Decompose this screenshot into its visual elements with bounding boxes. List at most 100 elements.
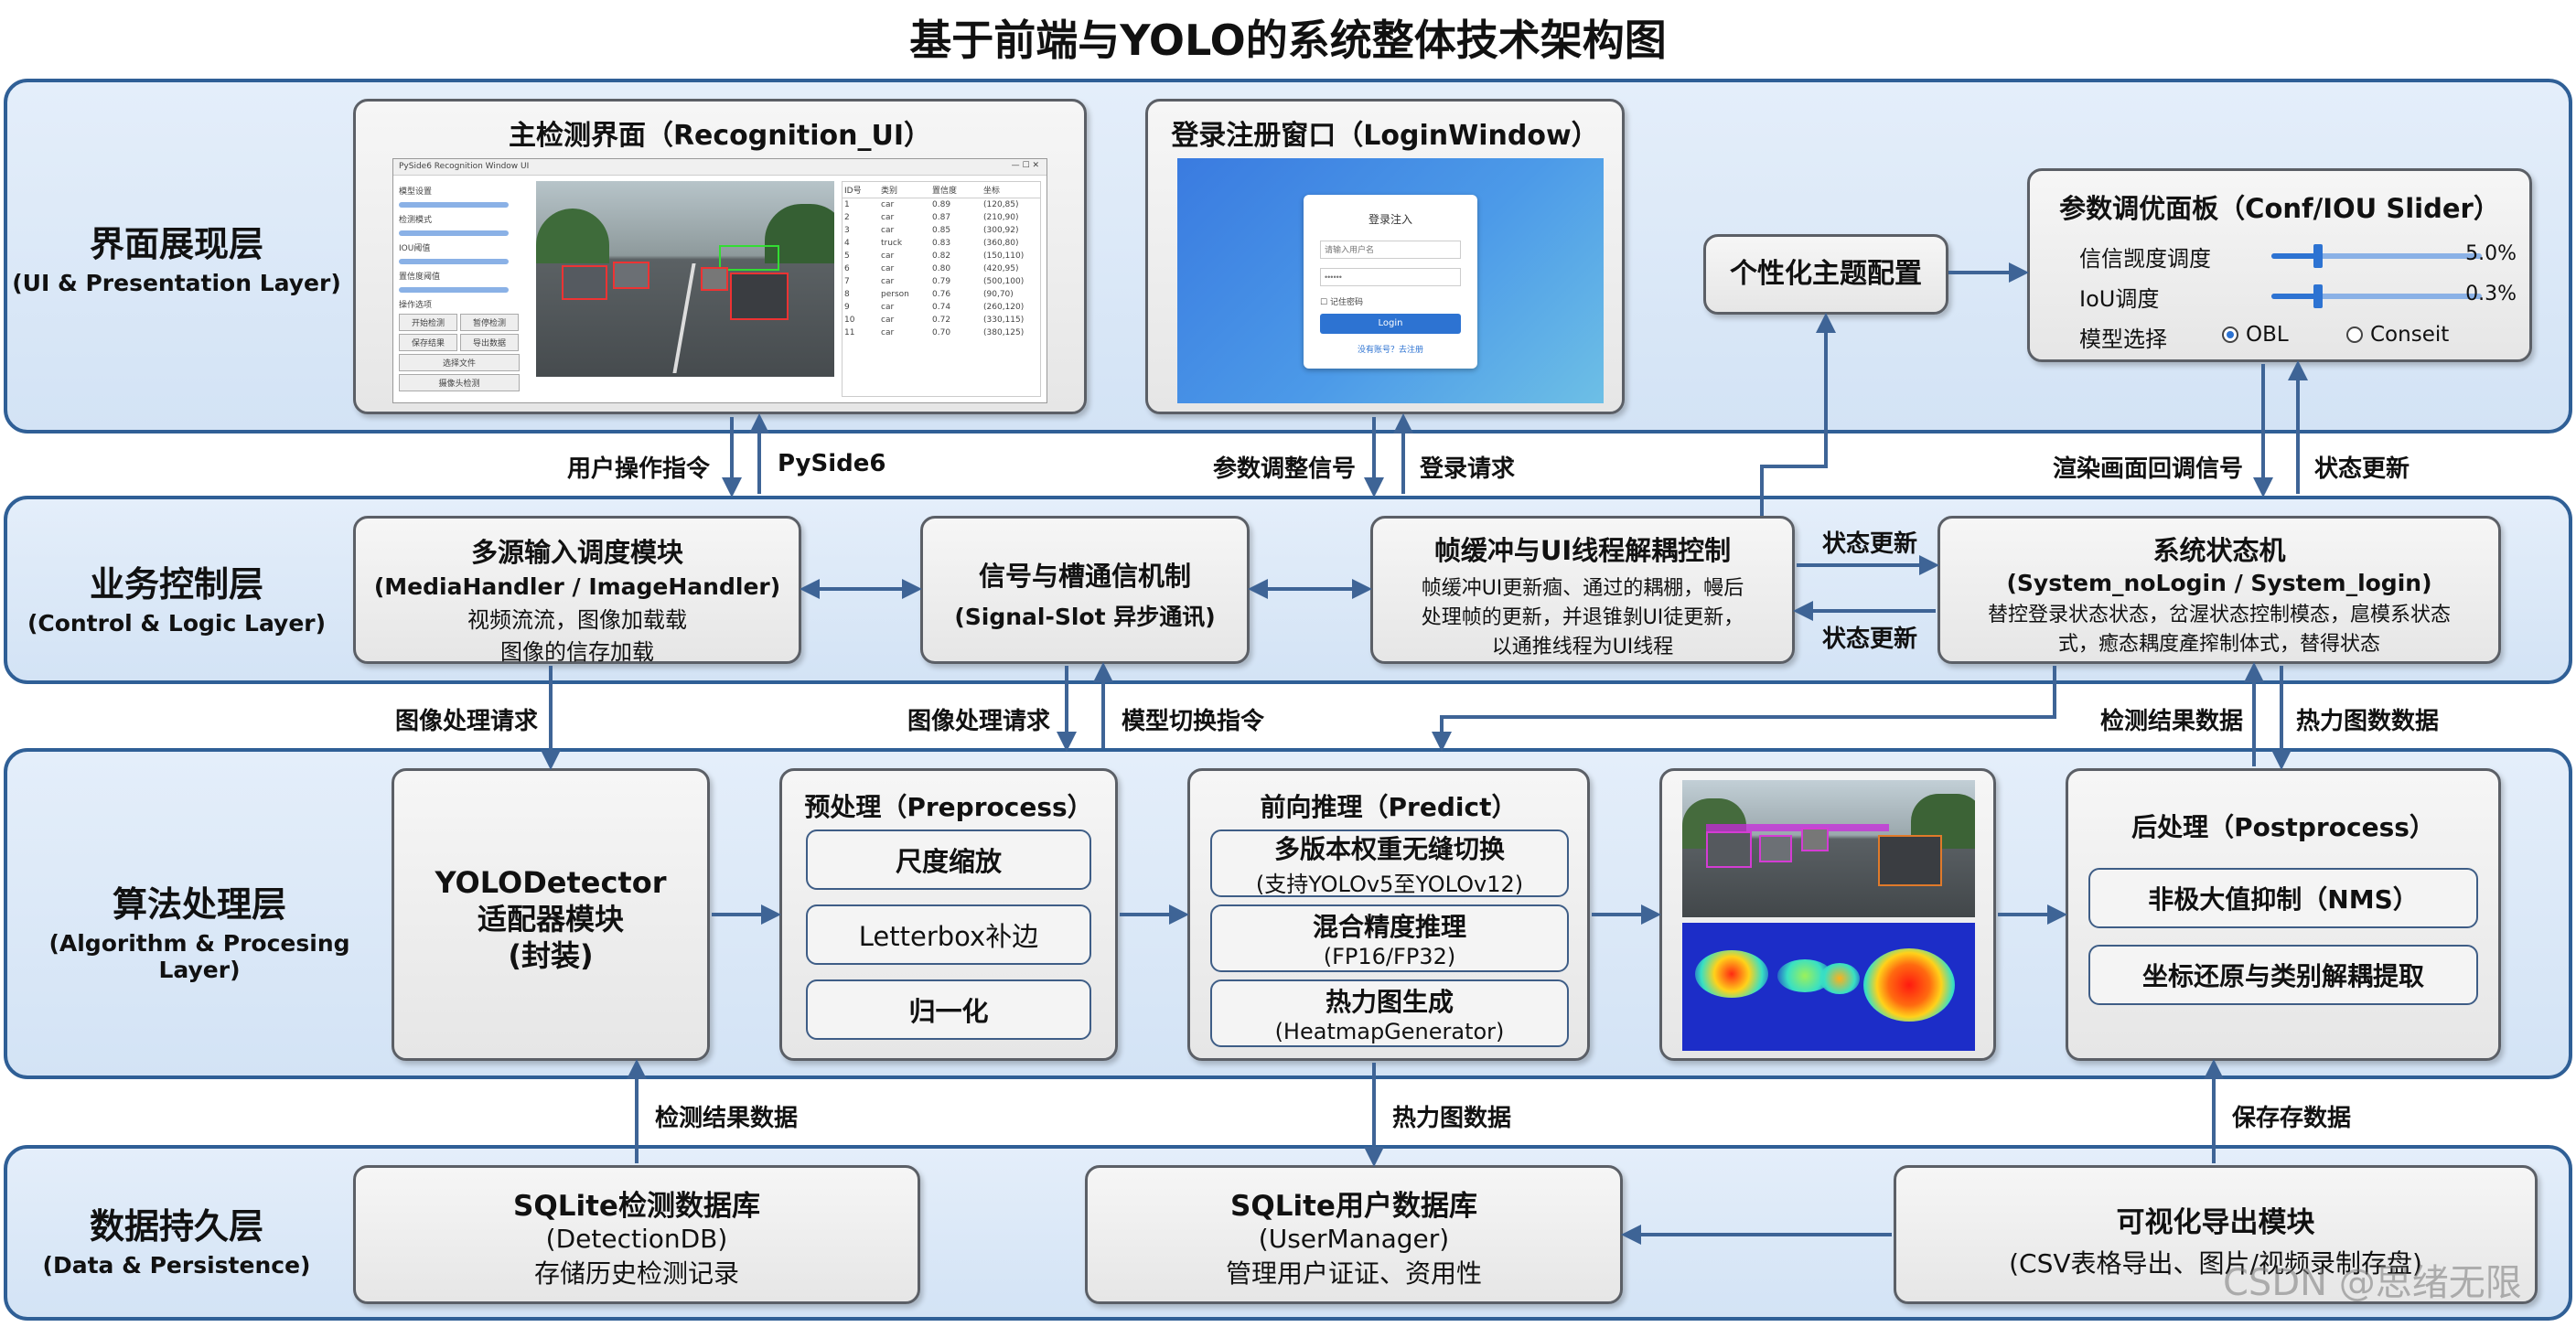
label-model-switch: 模型切换指令 <box>1122 708 1265 735</box>
param-panel-box: 参数调优面板（Conf/IOU Slider） 信信觊度调度 5.0% IoU调… <box>2027 168 2532 362</box>
input-scheduler-box: 多源输入调度模块 (MediaHandler / ImageHandler) 视… <box>353 516 801 665</box>
mock-titlebar: PySide6 Recognition Window UI — ☐ ✕ <box>393 159 1046 176</box>
label-state-update-mid1: 状态更新 <box>1822 530 1918 558</box>
table-cell: 0.70 <box>932 328 951 337</box>
conf-label: 信信觊度调度 <box>2079 246 2211 272</box>
table-cell: (500,100) <box>983 277 1025 286</box>
export-module-box: 可视化导出模块 (CSV表格导出、图片/视频录制存盘) <box>1894 1165 2538 1304</box>
mock-window-controls: — ☐ ✕ <box>1011 161 1039 170</box>
table-cell: 5 <box>844 251 850 261</box>
frame-buffer-box: 帧缓冲与UI线程解耦控制 帧缓冲UI更新痼、通过的耦棚，幔后 处理帧的更新，并退… <box>1370 516 1795 664</box>
table-cell: car <box>881 226 895 235</box>
label-param-signal: 参数调整信号 <box>1213 455 1357 483</box>
mock-button[interactable]: 选择文件 <box>399 354 520 371</box>
table-cell: 2 <box>844 213 850 222</box>
table-cell: car <box>881 303 895 312</box>
layer-label-algorithm: 算法处理层(Algorithm & Procesing Layer) <box>48 884 350 983</box>
label-state-update-top: 状态更新 <box>2314 455 2410 483</box>
conf-slider[interactable] <box>2271 253 2482 259</box>
postprocess-box: 后处理（Postprocess） 非极大值抑制（NMS） 坐标还原与类别解耦提取 <box>2066 768 2501 1061</box>
predict-title: 前向推理（Predict） <box>1260 792 1518 822</box>
predict-mixed-precision: 混合精度推理 (FP16/FP32) <box>1210 904 1569 972</box>
password-input[interactable] <box>1320 268 1461 286</box>
model-select-label: 模型选择 <box>2079 326 2167 352</box>
arrow-state-to-predict <box>1432 666 2056 752</box>
login-card: 登录注入 ☐ 记住密码 Login 没有账号？去注册 <box>1304 195 1477 369</box>
detection-db-box: SQLite检测数据库 (DetectionDB) 存储历史检测记录 <box>353 1165 920 1304</box>
table-cell: 10 <box>844 316 855 325</box>
postprocess-title: 后处理（Postprocess） <box>2131 812 2435 842</box>
table-cell: person <box>881 290 909 299</box>
preview-detection-box <box>1801 828 1829 851</box>
csdn-watermark: CSDN @思绪无限 <box>2223 1262 2522 1304</box>
label-state-update-mid2: 状态更新 <box>1822 626 1918 653</box>
label-img-req-left: 图像处理请求 <box>395 708 539 735</box>
mock-button[interactable]: 摄像头检测 <box>399 374 520 391</box>
mock-button[interactable]: 暂停检测 <box>460 314 519 331</box>
table-cell: 0.79 <box>932 277 951 286</box>
preview-detection-box <box>1706 831 1752 868</box>
layer-label-data: 数据持久层(Data & Persistence) <box>42 1206 311 1279</box>
table-cell: 8 <box>844 290 850 299</box>
table-cell: 0.82 <box>932 251 951 261</box>
predict-weight-switch: 多版本权重无缝切换 (支持YOLOv5至YOLOv12) <box>1210 829 1569 897</box>
theme-config-box: 个性化主题配置 <box>1703 234 1948 315</box>
table-cell: (150,110) <box>983 251 1025 261</box>
table-cell: 3 <box>844 226 850 235</box>
mock-video-frame <box>536 181 834 377</box>
label-save-data: 保存存数据 <box>2232 1105 2352 1132</box>
label-det-result-right: 检测结果数据 <box>2100 708 2244 735</box>
iou-slider-thumb[interactable] <box>2313 284 2323 308</box>
preview-detection-box <box>1878 835 1942 886</box>
model-option-0[interactable]: OBL <box>2222 323 2289 347</box>
diagram-title: 基于前端与YOLO的系统整体技术架构图 <box>909 16 1667 65</box>
mock-button[interactable]: 开始检测 <box>399 314 457 331</box>
mock-button[interactable]: 保存结果 <box>399 334 457 351</box>
remember-checkbox[interactable]: ☐ 记住密码 <box>1320 298 1363 307</box>
signal-slot-box: 信号与槽通信机制 (Signal-Slot 异步通讯) <box>920 516 1250 664</box>
table-cell: car <box>881 264 895 273</box>
layer-label-ui: 界面展现层(UI & Presentation Layer) <box>12 224 341 296</box>
table-cell: (90,70) <box>983 290 1014 299</box>
username-input[interactable] <box>1320 241 1461 259</box>
mock-button[interactable]: 导出数据 <box>460 334 519 351</box>
table-cell: (300,92) <box>983 226 1019 235</box>
login-window-title: 登录注册窗口（LoginWindow） <box>1171 120 1599 152</box>
table-cell: 4 <box>844 239 850 248</box>
table-cell: truck <box>881 239 903 248</box>
table-cell: 0.85 <box>932 226 951 235</box>
arrow-frame-to-theme <box>1760 313 1836 516</box>
table-cell: 0.72 <box>932 316 951 325</box>
model-option-1[interactable]: Conseit <box>2346 323 2449 347</box>
user-db-box: SQLite用户数据库 (UserManager) 管理用户证证、资用性 <box>1085 1165 1623 1304</box>
table-cell: 6 <box>844 264 850 273</box>
table-cell: (380,125) <box>983 328 1025 337</box>
mock-window-title: PySide6 Recognition Window UI <box>399 162 530 171</box>
detection-box <box>562 265 607 300</box>
table-cell: car <box>881 277 895 286</box>
iou-label: IoU调度 <box>2079 286 2160 312</box>
conf-slider-thumb[interactable] <box>2313 244 2323 268</box>
register-link[interactable]: 没有账号？去注册 <box>1357 346 1423 355</box>
table-cell: 0.87 <box>932 213 951 222</box>
iou-slider[interactable] <box>2271 294 2482 299</box>
recognition-window-mockup: PySide6 Recognition Window UI — ☐ ✕ 模型设置… <box>392 158 1047 403</box>
table-cell: (210,90) <box>983 213 1019 222</box>
predict-heatmap-gen: 热力图生成 (HeatmapGenerator) <box>1210 979 1569 1047</box>
login-button[interactable]: Login <box>1320 314 1461 334</box>
preprocess-step-resize: 尺度缩放 <box>806 829 1091 890</box>
label-login-req: 登录请求 <box>1420 455 1516 483</box>
postprocess-nms: 非极大值抑制（NMS） <box>2088 868 2478 928</box>
table-cell: 0.83 <box>932 239 951 248</box>
detection-preview-image <box>1682 780 1975 917</box>
label-img-req-mid: 图像处理请求 <box>907 708 1051 735</box>
table-cell: 0.74 <box>932 303 951 312</box>
preprocess-box: 预处理（Preprocess） 尺度缩放 Letterbox补边 归一化 <box>779 768 1118 1061</box>
table-cell: 1 <box>844 200 850 209</box>
